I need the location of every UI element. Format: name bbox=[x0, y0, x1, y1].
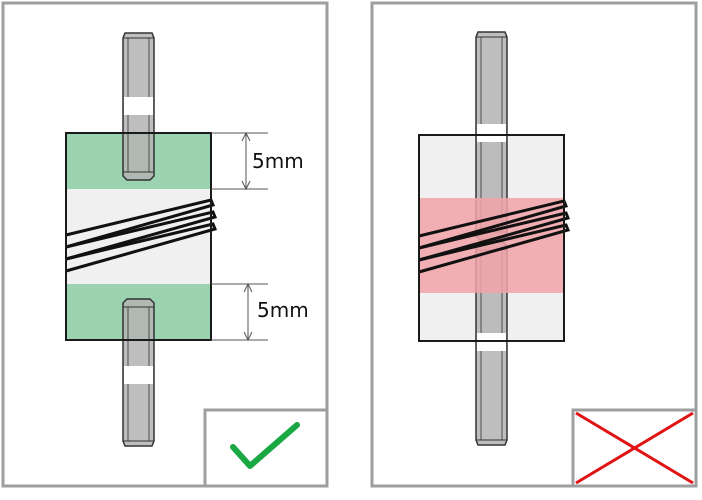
block-outline bbox=[418, 134, 565, 342]
dimension-label-bottom: 5mm bbox=[257, 298, 309, 322]
verdict-badge-incorrect bbox=[571, 408, 698, 488]
dimension-label-top: 5mm bbox=[252, 149, 304, 173]
top-bolt bbox=[122, 32, 155, 181]
cross-mark-icon bbox=[575, 411, 694, 485]
panel-correct: 5mm 5mm bbox=[1, 1, 329, 488]
block-outline bbox=[65, 132, 212, 341]
panel-incorrect bbox=[370, 1, 698, 488]
dimension-top bbox=[211, 131, 268, 191]
verdict-badge-correct bbox=[203, 408, 329, 488]
bottom-bolt bbox=[122, 298, 155, 447]
dimension-bottom bbox=[211, 282, 268, 342]
check-mark-icon bbox=[230, 422, 300, 469]
